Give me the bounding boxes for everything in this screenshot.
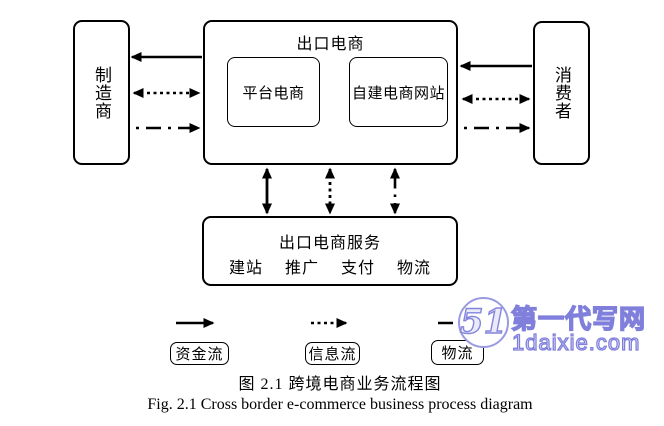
platform-ecommerce-box: 平台电商 [227,57,320,127]
service-item-payment: 支付 [341,260,376,277]
self-built-site-label: 自建电商网站 [351,84,445,102]
services-box: 出口电商服务 建站 推广 支付 物流 [202,216,458,286]
platform-ecommerce-label: 平台电商 [242,84,305,102]
watermark-logo-circle: 51 [458,297,509,348]
legend-logistics-label-box: 物流 [431,340,484,365]
figure-caption-zh: 图 2.1 跨境电商业务流程图 [238,376,442,393]
watermark-site-url: 1daixie.com [511,329,641,355]
legend-info-label-box: 信息流 [305,342,360,365]
watermark-site-name: 第一代写网 [510,303,647,334]
watermark-51-logo: 51 [459,301,508,342]
legend-logistics-label: 物流 [441,345,474,362]
service-item-logistics: 物流 [397,260,432,277]
service-item-promotion: 推广 [284,260,319,277]
legend-funds-label-box: 资金流 [170,342,229,365]
manufacturer-box: 制造商 [73,20,130,165]
self-built-site-box: 自建电商网站 [349,57,448,127]
legend-funds-label: 资金流 [175,346,224,363]
services-items: 建站 推广 支付 物流 [204,254,456,278]
service-item-site-building: 建站 [228,260,263,277]
figure-caption-en: Fig. 2.1 Cross border e-commerce busines… [147,396,533,413]
services-title: 出口电商服务 [278,235,381,252]
legend-info-label: 信息流 [308,346,357,363]
consumer-box: 消费者 [533,21,590,165]
consumer-label: 消费者 [552,66,571,120]
manufacturer-label: 制造商 [92,65,111,120]
export-ecommerce-label: 出口电商 [296,36,365,53]
